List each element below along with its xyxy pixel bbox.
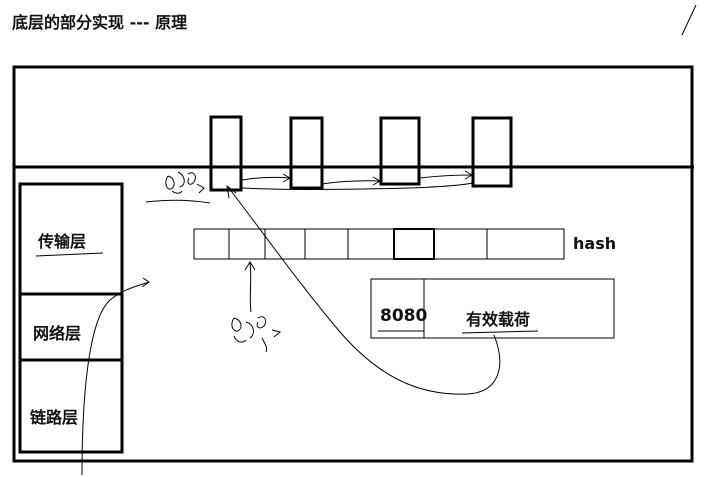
hash-up-arrow bbox=[249, 261, 252, 313]
block-links bbox=[241, 170, 474, 190]
link-layer-box bbox=[18, 358, 124, 454]
packet bbox=[370, 278, 615, 339]
scribble-bottom bbox=[231, 316, 282, 353]
flow-curves bbox=[81, 4, 697, 476]
outer-frame bbox=[12, 65, 694, 463]
packet-frame bbox=[370, 278, 615, 339]
top-blocks bbox=[209, 115, 513, 192]
hash-label: hash bbox=[573, 234, 617, 253]
port-label: 8080 bbox=[380, 306, 428, 326]
hash-table-frame bbox=[193, 228, 565, 260]
hash-up-arrowhead bbox=[244, 261, 256, 271]
scribble-top bbox=[165, 171, 205, 194]
link-layer-label: 链路层 bbox=[30, 408, 79, 427]
payload-underline bbox=[461, 330, 539, 334]
payload-label: 有效载荷 bbox=[466, 310, 531, 329]
hash-table bbox=[193, 228, 565, 260]
scribble-underline bbox=[145, 199, 211, 204]
corner-scribble bbox=[681, 4, 697, 36]
link-rising-curve bbox=[81, 281, 150, 476]
transport-underline bbox=[35, 252, 104, 257]
transport-layer-label: 传输层 bbox=[38, 232, 87, 251]
block-3 bbox=[379, 116, 421, 186]
protocol-stack bbox=[18, 182, 124, 454]
network-layer-label: 网络层 bbox=[33, 324, 82, 343]
link-rising-arrowhead bbox=[141, 277, 150, 288]
payload-to-block-curve bbox=[227, 186, 501, 395]
page-title: 底层的部分实现 --- 原理 bbox=[12, 13, 188, 32]
block-2 bbox=[289, 116, 324, 190]
curve-arrowhead bbox=[226, 184, 237, 199]
block-4 bbox=[471, 116, 513, 188]
block-1 bbox=[209, 115, 243, 192]
hash-cell-highlight bbox=[393, 228, 435, 260]
